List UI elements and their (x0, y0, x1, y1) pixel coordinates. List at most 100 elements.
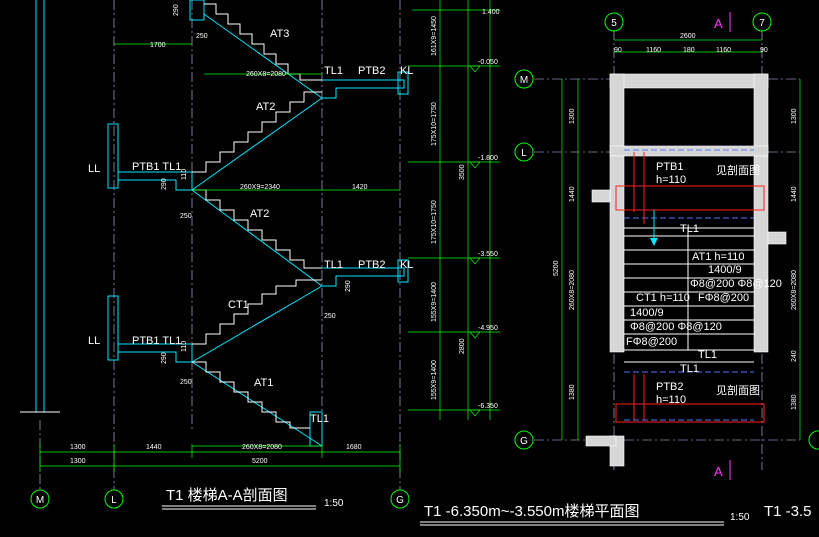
axis-label-m: M (36, 495, 44, 506)
plan-wall-mid (609, 145, 769, 157)
axis-label-l: L (111, 495, 117, 506)
plan-label-see-detail: 见剖面图 (716, 163, 760, 177)
dim-text: 110 (181, 169, 188, 180)
plan-wall-right (753, 155, 769, 353)
plan-view: 5 7 M L G A A 2600 90 1160 180 1160 90 1… (420, 12, 819, 526)
ptb1-rebar-outline (615, 185, 765, 211)
plan-label-ptb2: PTB2 (656, 381, 684, 393)
section-title: T1 楼梯A-A剖面图 (166, 487, 288, 504)
plan-label-at1-steps: 1400/9 (708, 264, 742, 276)
kl-beam-upper (397, 71, 409, 95)
plan-label-at1-reinf: Φ8@200 Φ8@120 (690, 278, 782, 290)
beam-label-ptb2: PTB2 (358, 259, 386, 271)
dim-text: 175X10=1750 (431, 102, 438, 146)
section-mark-top: A (714, 16, 723, 31)
plan-label-h110: h=110 (656, 394, 686, 406)
dim-text: 1160 (646, 47, 661, 54)
flight-label: AT3 (270, 28, 289, 40)
dim-text: 1440 (569, 186, 576, 202)
plan-label-ct1-reinf: FΦ8@200 (698, 292, 749, 304)
kl-beam-lower (397, 259, 409, 283)
plan-wall-bottom (585, 435, 617, 447)
axis-bubble-l (514, 142, 534, 162)
axis-label-5: 5 (611, 18, 617, 29)
dim-text: 250 (324, 313, 336, 320)
beam-label-kl: KL (400, 259, 413, 271)
dim-text: 1420 (352, 184, 368, 191)
plan-label-tl1: TL1 (680, 363, 699, 375)
steps-at2-upper (192, 91, 322, 173)
elevation-text: -4.950 (478, 325, 498, 332)
plan-label-see-detail: 见剖面图 (716, 383, 760, 397)
dim-text: 290 (173, 4, 180, 16)
dim-text: 1700 (150, 42, 166, 49)
elevation-marker (469, 257, 481, 265)
dim-text: 110 (181, 341, 188, 352)
beam-label-tl1: TL1 (310, 413, 329, 425)
plan-label-ct1: CT1 h=110 (636, 292, 690, 304)
beam-label-ptb1-tl1: PTB1 TL1 (132, 335, 181, 347)
direction-arrowhead (650, 238, 658, 246)
beam-label-ptb2: PTB2 (358, 65, 386, 77)
flight-slab-at2-upper (191, 97, 323, 191)
flight-slab-at3 (203, 13, 323, 99)
beam-label-kl: KL (400, 65, 413, 77)
dim-text: 260X8=2080 (246, 71, 286, 78)
axis-label-g: G (520, 436, 528, 447)
elevation-text: -0.050 (478, 59, 498, 66)
flight-label: AT2 (250, 208, 269, 220)
plan-treads (624, 227, 754, 363)
axis-label-g: G (396, 495, 404, 506)
flight-label: CT1 (228, 299, 249, 311)
dim-text: 155X9=1400 (431, 282, 438, 322)
dim-text: 290 (161, 178, 168, 190)
dim-text: 240 (791, 350, 798, 362)
axis-bubble-7 (752, 12, 772, 32)
flight-slab-at2-lower (191, 189, 323, 287)
steps-ct1 (192, 279, 322, 345)
section-mark-bottom: A (714, 464, 723, 479)
ptb2-slab-lower (322, 267, 405, 287)
axis-label-m: M (520, 75, 528, 86)
axis-bubble-g (390, 489, 410, 509)
dim-text: 260X8=2080 (569, 270, 576, 310)
axis-bubble-g (514, 430, 534, 450)
dim-text: 260X8=2080 (791, 270, 798, 310)
elevation-text: -6.350 (478, 403, 498, 410)
plan-label-ct1-reinf2: Φ8@200 Φ8@120 (630, 321, 722, 333)
axis-label-l: L (521, 148, 527, 159)
dim-text: 290 (161, 352, 168, 364)
dim-text: 90 (760, 47, 768, 54)
section-view: M L G AT3 AT2 AT2 CT1 AT1 TL1 PTB2 KL TL… (20, 0, 500, 510)
steps-at2-lower (192, 189, 322, 269)
plan-title: T1 -6.350m~-3.550m楼梯平面图 (424, 503, 640, 520)
axis-bubble-edge (808, 430, 819, 450)
ptb2-slab-upper (322, 79, 405, 99)
dim-text: 5200 (553, 260, 560, 276)
dim-text: 250 (196, 33, 208, 40)
dim-text: 1680 (346, 444, 362, 451)
dim-text: 1160 (716, 47, 731, 54)
section-scale: 1:50 (324, 498, 344, 509)
dim-text: 180 (683, 47, 695, 54)
axis-label-7: 7 (759, 18, 765, 29)
plan-label-tl1: TL1 (680, 223, 699, 235)
elevation-marker (469, 409, 481, 417)
elevation-text: -1.800 (478, 155, 498, 162)
plan-label-at1: AT1 h=110 (692, 251, 745, 263)
plan-title-partial: T1 -3.5 (764, 503, 812, 520)
ll-beam-upper (107, 123, 119, 189)
beam-label-ll: LL (88, 335, 100, 347)
beam-label-ll: LL (88, 163, 100, 175)
dim-text: 260X8=2080 (242, 444, 282, 451)
dim-text: 1380 (791, 394, 798, 410)
elevation-text: 1.400 (482, 9, 500, 16)
dim-text: 161X9=1450 (431, 16, 438, 56)
dim-text: 250 (180, 379, 192, 386)
flight-slab-at1 (191, 361, 323, 447)
dim-text: 260X9=2340 (240, 184, 280, 191)
beam-label-tl1: TL1 (324, 259, 343, 271)
plan-label-ct1-steps: 1400/9 (630, 307, 664, 319)
plan-label-tl1: TL1 (698, 349, 717, 361)
